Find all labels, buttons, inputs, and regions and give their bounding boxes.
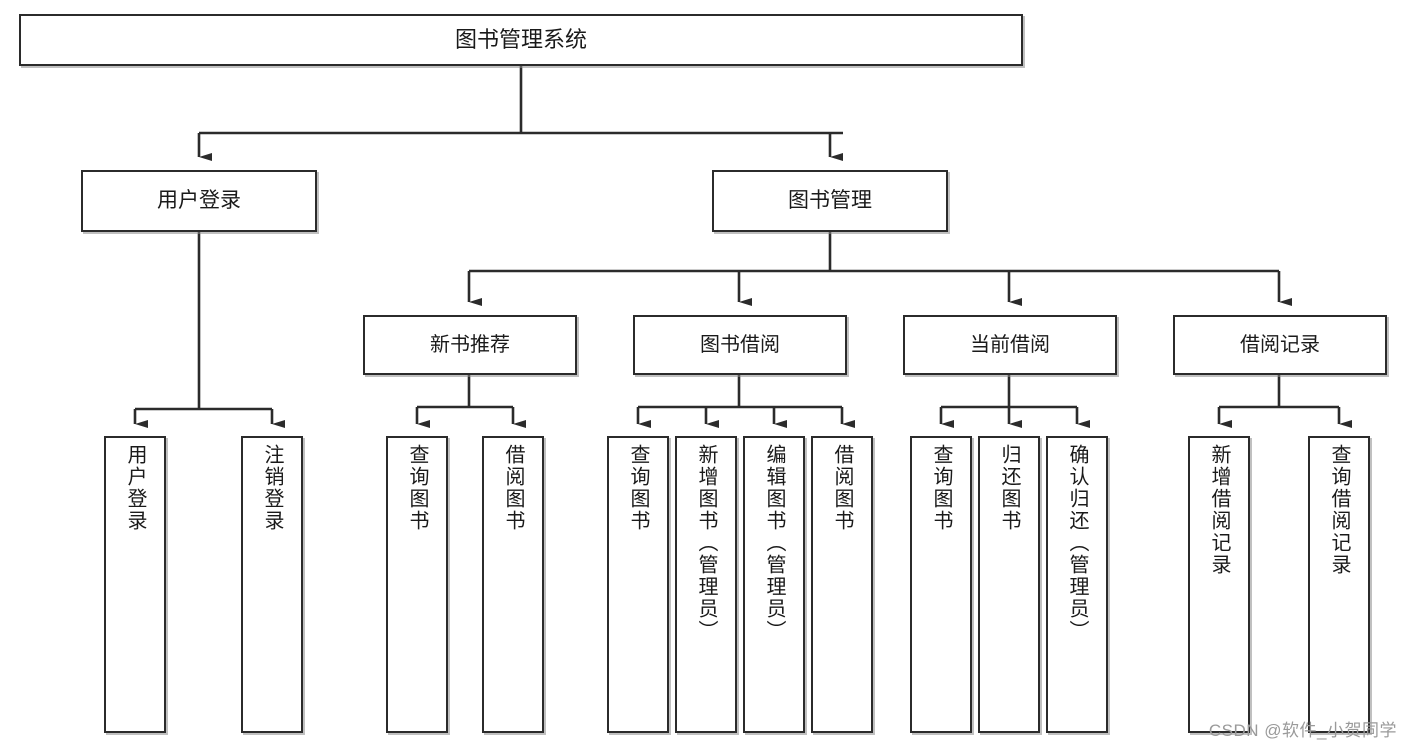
node-label: 确认归还（管理员） [1066,444,1088,642]
node-label: 归还图书 [998,444,1020,532]
node-label: 用户登录 [124,444,146,532]
leaf-user-login-1[interactable]: 注销登录 [241,436,303,733]
leaf-book-borrow-2[interactable]: 编辑图书（管理员） [743,436,805,733]
node-label: 新增图书（管理员） [695,444,717,642]
watermark-text: CSDN @软件_小贺同学 [1208,721,1397,740]
leaf-new-book-1[interactable]: 借阅图书 [482,436,544,733]
node-label: 查询图书 [930,444,952,532]
node-label: 当前借阅 [970,333,1050,356]
leaf-book-borrow-3[interactable]: 借阅图书 [811,436,873,733]
node-borrow-record[interactable]: 借阅记录 [1173,315,1387,375]
node-label: 图书管理系统 [454,27,587,53]
node-label: 借阅记录 [1240,333,1320,356]
node-label: 新书推荐 [430,333,510,356]
node-label: 查询图书 [627,444,649,532]
leaf-current-borrow-2[interactable]: 确认归还（管理员） [1046,436,1108,733]
leaf-book-borrow-0[interactable]: 查询图书 [607,436,669,733]
node-label: 新增借阅记录 [1208,444,1230,576]
node-book-borrow[interactable]: 图书借阅 [633,315,847,375]
leaf-user-login-0[interactable]: 用户登录 [104,436,166,733]
node-label: 借阅图书 [502,444,524,532]
leaf-new-book-0[interactable]: 查询图书 [386,436,448,733]
node-label: 图书管理 [788,188,872,212]
node-current-borrow[interactable]: 当前借阅 [903,315,1117,375]
leaf-borrow-record-0[interactable]: 新增借阅记录 [1188,436,1250,733]
leaf-book-borrow-1[interactable]: 新增图书（管理员） [675,436,737,733]
node-label: 查询图书 [406,444,428,532]
node-new-book-recommend[interactable]: 新书推荐 [363,315,577,375]
node-label: 借阅图书 [831,444,853,532]
node-label: 查询借阅记录 [1328,444,1350,576]
node-label: 图书借阅 [700,333,780,356]
node-label: 编辑图书（管理员） [763,444,785,642]
leaf-borrow-record-1[interactable]: 查询借阅记录 [1308,436,1370,733]
node-book-management[interactable]: 图书管理 [712,170,948,232]
leaf-current-borrow-0[interactable]: 查询图书 [910,436,972,733]
leaf-current-borrow-1[interactable]: 归还图书 [978,436,1040,733]
node-label: 注销登录 [261,444,283,532]
node-label: 用户登录 [157,188,241,212]
node-root-system[interactable]: 图书管理系统 [19,14,1023,66]
node-user-login[interactable]: 用户登录 [81,170,317,232]
